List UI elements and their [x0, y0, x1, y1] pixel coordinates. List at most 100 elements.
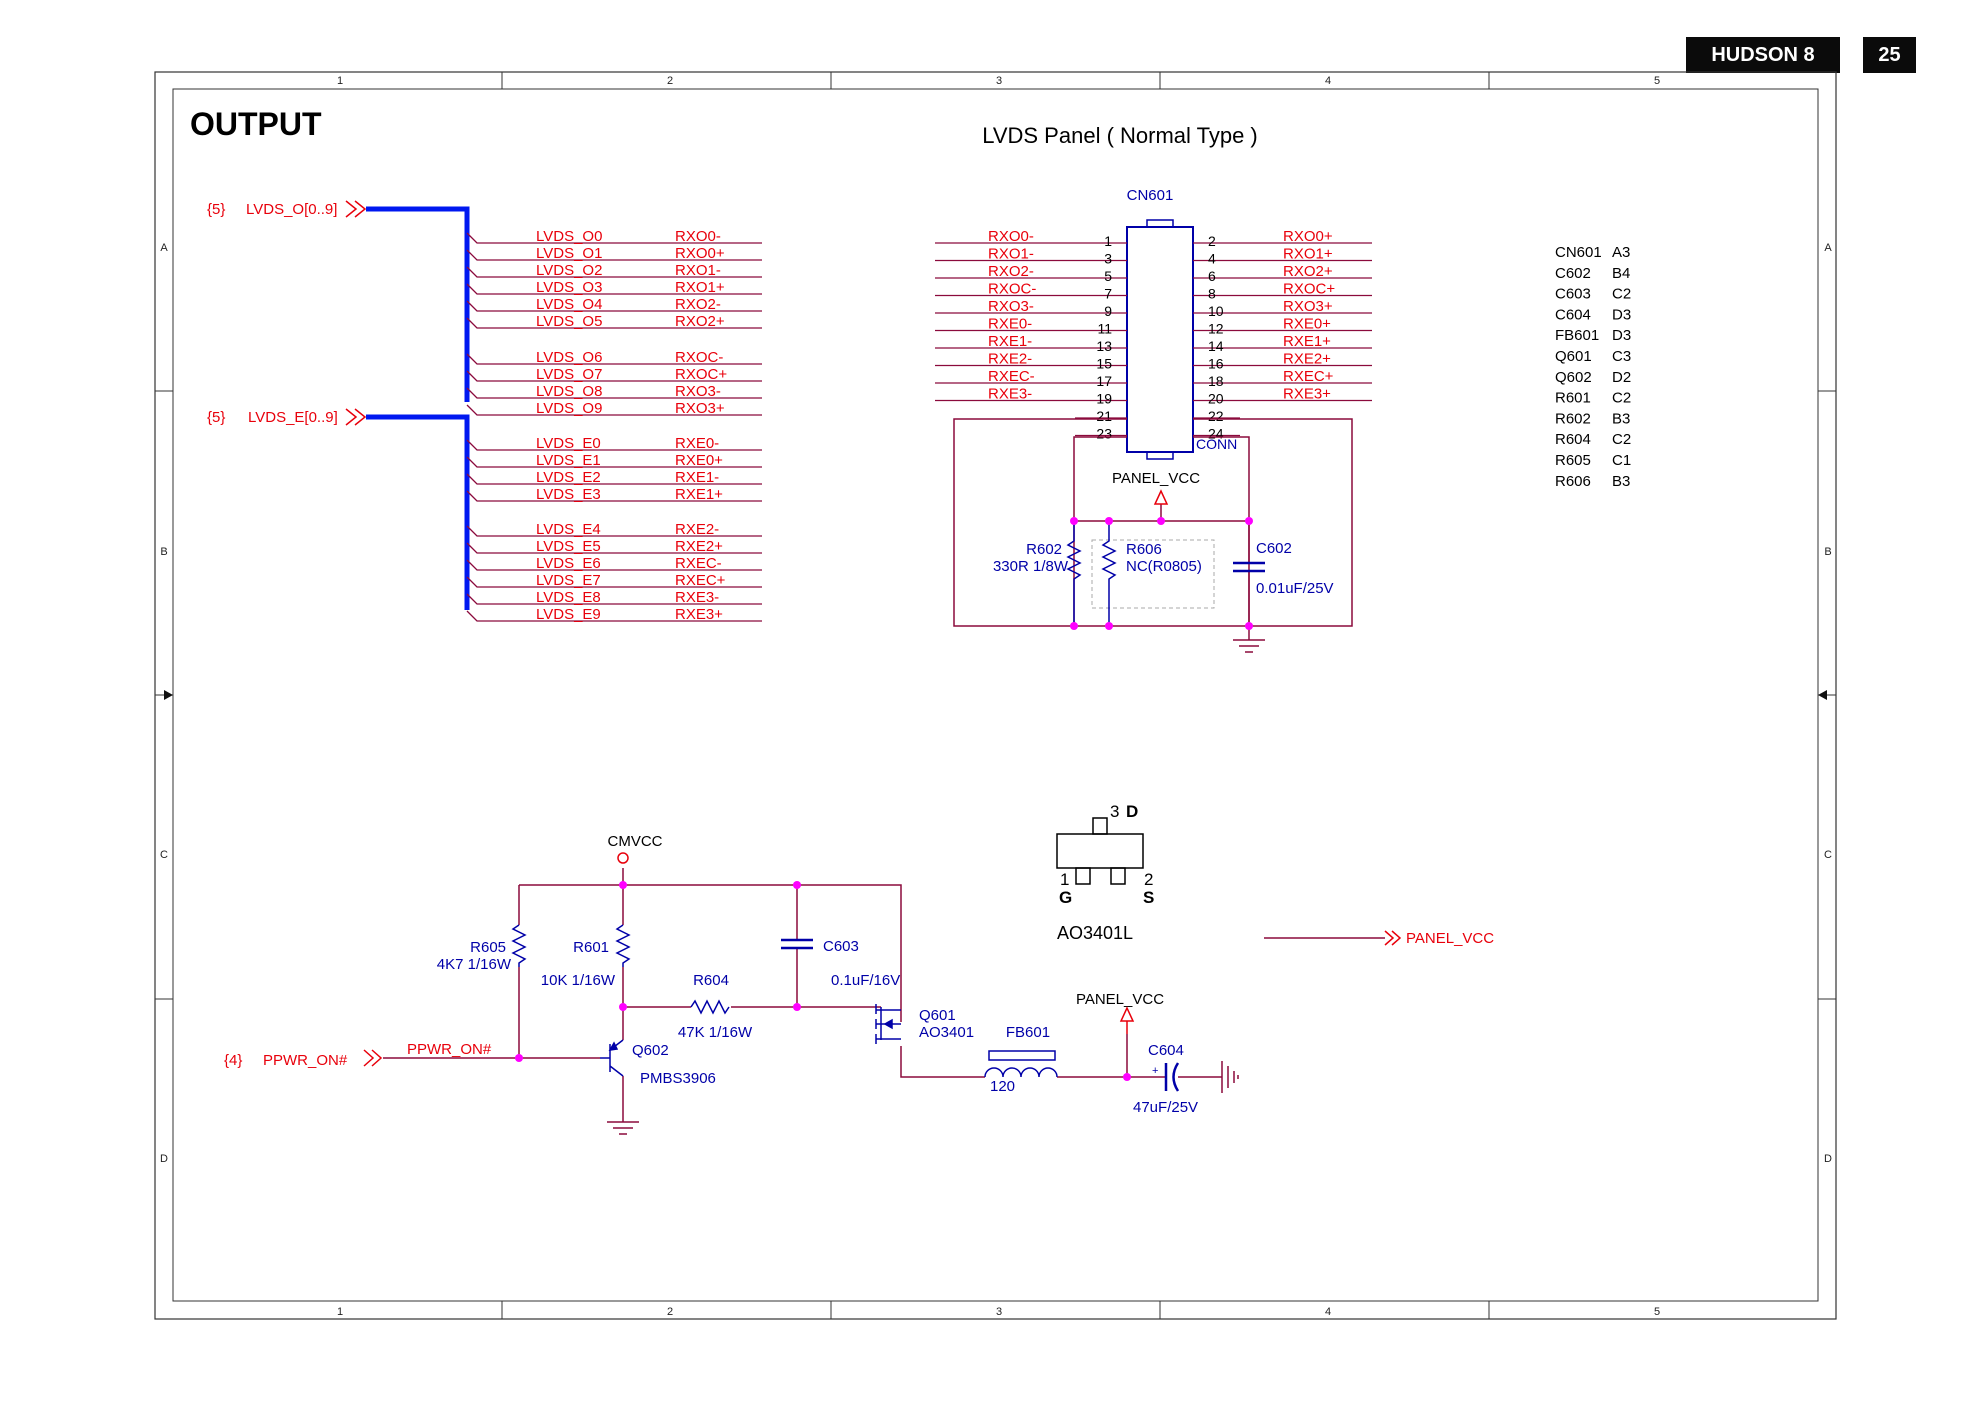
odd-rx-net-label: RXO0- [675, 228, 721, 245]
ppwr-on-net-label: PPWR_ON# [407, 1041, 492, 1058]
part-location-ref: R604 [1555, 431, 1591, 448]
even-rx-net-label: RXEC+ [675, 572, 726, 589]
cn601-left-pin-number: 13 [1096, 338, 1112, 354]
row-label-right-d: D [1824, 1153, 1832, 1165]
cn601-type: CONN [1196, 436, 1237, 452]
even-rx-net-label: RXE1+ [675, 486, 723, 503]
even-bus-entry [466, 439, 762, 451]
pkg-pin1-num: 1 [1060, 870, 1069, 889]
cn601-left-net-label: RXO3- [988, 298, 1034, 315]
even-bus-entry [466, 576, 762, 588]
center-arrow-right-icon [1818, 690, 1827, 700]
cn601-right-pin-number: 18 [1208, 373, 1224, 389]
cn601-right-net-label: RXE3+ [1283, 386, 1331, 403]
resistor-r602: R602 330R 1/8W [993, 521, 1082, 626]
c602-ref: C602 [1256, 540, 1292, 557]
row-label-right-b: B [1824, 546, 1831, 558]
odd-bus-net-label: LVDS_O7 [536, 366, 602, 383]
fb601-ref: FB601 [1006, 1024, 1050, 1041]
part-location-grid: B3 [1612, 473, 1630, 490]
board-name-badge: HUDSON 8 [1686, 37, 1840, 73]
pkg-part-name: AO3401L [1057, 923, 1133, 943]
cn601-right-net-label: RXO1+ [1283, 246, 1333, 263]
cn601-right-net-label: RXO0+ [1283, 228, 1333, 245]
cn601-ref: CN601 [1127, 187, 1174, 204]
even-bus-net-label: LVDS_E5 [536, 538, 601, 555]
capacitor-c603: C603 0.1uF/16V [781, 938, 900, 989]
odd-bus-entry [466, 387, 762, 399]
ferrite-bead-fb601: FB601 120 [984, 1024, 1058, 1095]
col-label-bottom-4: 4 [1325, 1306, 1331, 1318]
col-label-top-3: 3 [996, 75, 1002, 87]
part-location-grid: D3 [1612, 327, 1631, 344]
even-bus-net-label: LVDS_E2 [536, 469, 601, 486]
odd-bus-net-label: LVDS_O9 [536, 400, 602, 417]
r601-value: 10K 1/16W [541, 972, 616, 989]
odd-rx-net-label: RXOC- [675, 349, 723, 366]
even-rx-net-label: RXEC- [675, 555, 722, 572]
part-location-grid: C1 [1612, 452, 1631, 469]
col-label-bottom-2: 2 [667, 1306, 673, 1318]
cn601-left-pin-number: 7 [1104, 286, 1112, 302]
r604-value: 47K 1/16W [678, 1024, 753, 1041]
cn601-left-net-label: RXO2- [988, 263, 1034, 280]
even-bus-entry [466, 525, 762, 537]
cn601-left-pin-number: 21 [1096, 408, 1112, 424]
row-label-right-a: A [1824, 242, 1832, 254]
even-bus-name: LVDS_E[0..9] [248, 409, 338, 426]
odd-bus-name: LVDS_O[0..9] [246, 201, 337, 218]
q602-ref: Q602 [632, 1042, 669, 1059]
cn601-left-pin-number: 1 [1104, 233, 1112, 249]
even-bus-entry [466, 490, 762, 502]
cn601-right-net-label: RXO2+ [1283, 263, 1333, 280]
odd-rx-net-label: RXO3+ [675, 400, 725, 417]
cn601-right-pin-number: 6 [1208, 268, 1216, 284]
sheet-title: OUTPUT [190, 106, 322, 142]
panel-vcc-out-label: PANEL_VCC [1076, 991, 1164, 1008]
odd-bus-net-label: LVDS_O4 [536, 296, 602, 313]
col-label-bottom-3: 3 [996, 1306, 1002, 1318]
cn601-right-pin-number: 16 [1208, 356, 1224, 372]
panel-vcc-flag-label: PANEL_VCC [1112, 470, 1200, 487]
ppwr-on-port: {4} PPWR_ON# PPWR_ON# [224, 1041, 492, 1069]
r605-value: 4K7 1/16W [437, 956, 512, 973]
ground-icon [1233, 639, 1265, 653]
odd-bus-net-label: LVDS_O1 [536, 245, 602, 262]
even-bus-sheet-ref: {5} [207, 409, 225, 426]
cn601-left-pin-number: 15 [1096, 356, 1112, 372]
r606-value: NC(R0805) [1126, 558, 1202, 575]
c603-ref: C603 [823, 938, 859, 955]
even-bus-port: {5} LVDS_E[0..9] [207, 408, 367, 426]
cn601-left-pin-number: 3 [1104, 251, 1112, 267]
odd-bus-net-label: LVDS_O6 [536, 349, 602, 366]
part-location-ref: C604 [1555, 306, 1591, 323]
even-rx-net-label: RXE0- [675, 435, 719, 452]
part-location-grid: A3 [1612, 244, 1630, 261]
part-location-grid: C2 [1612, 390, 1631, 407]
part-location-grid: D3 [1612, 306, 1631, 323]
even-bus-net-label: LVDS_E3 [536, 486, 601, 503]
cn601-right-pin-number: 24 [1208, 426, 1224, 442]
part-location-ref: R601 [1555, 390, 1591, 407]
capacitor-c602: C602 0.01uF/25V [1233, 521, 1334, 626]
col-label-bottom-5: 5 [1654, 1306, 1660, 1318]
odd-bus-port: {5} LVDS_O[0..9] [207, 200, 367, 218]
capacitor-c604: + C604 47uF/25V [1133, 1042, 1198, 1116]
cn601-right-pin-number: 22 [1208, 408, 1224, 424]
cn601-right-net-label: RXE0+ [1283, 316, 1331, 333]
r606-ref: R606 [1126, 541, 1162, 558]
connector-nets: RXO0-RXO1-RXO2-RXOC-RXO3-RXE0-RXE1-RXE2-… [935, 228, 1372, 403]
cn601-right-net-label: RXE2+ [1283, 351, 1331, 368]
odd-bus-net-label: LVDS_O3 [536, 279, 602, 296]
r604-ref: R604 [693, 972, 729, 989]
connector-cn601: CN601 CONN [1126, 187, 1237, 460]
odd-rx-net-label: RXO1+ [675, 279, 725, 296]
odd-bus-net-label: LVDS_O5 [536, 313, 602, 330]
cn601-right-pin-number: 14 [1208, 338, 1224, 354]
even-lvds-bus [366, 414, 470, 610]
c604-ref: C604 [1148, 1042, 1184, 1059]
even-rx-net-label: RXE0+ [675, 452, 723, 469]
transistor-q602: Q602 PMBS3906 [600, 1039, 716, 1087]
